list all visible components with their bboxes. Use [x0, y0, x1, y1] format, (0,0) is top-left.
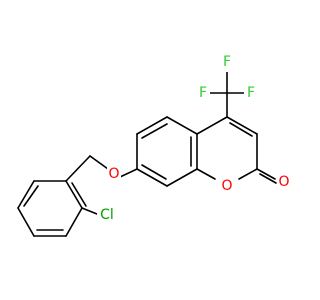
bond-c7-o-ether	[119, 168, 138, 178]
bond-ar5-ar6-double	[23, 185, 39, 207]
fluorine-left-label: F	[199, 85, 207, 101]
f-left-label-bg	[196, 84, 210, 102]
bond-c4a-c5	[166, 116, 198, 135]
bond-c2-o-ring	[238, 168, 258, 180]
bond-ar1-ar2	[65, 180, 83, 209]
oxygen-ether-label: O	[108, 166, 119, 182]
oxygen-carbonyl-label: O	[278, 174, 289, 190]
bond-c8-c8a	[166, 168, 198, 187]
bond-o-ring-c8a	[196, 168, 216, 180]
bond-c5-c6-double	[141, 123, 168, 139]
oxygen-ring-label: O	[221, 178, 232, 194]
bond-c2-o-carbonyl	[256, 168, 276, 180]
o-ether-label-bg	[107, 166, 121, 184]
o-carbonyl-label-bg	[277, 174, 291, 192]
bond-ar2-ar3	[65, 207, 83, 237]
f-top-label-bg	[220, 54, 234, 72]
bond-c2-o-carbonyl-double	[259, 173, 277, 184]
bond-o-ether-ch2	[89, 155, 109, 170]
atom-label-layer: F F F O O O Cl	[97, 54, 291, 225]
cl-label-bg	[97, 207, 117, 225]
bond-c4-c3-double	[229, 122, 253, 137]
chlorine-label: Cl	[100, 207, 114, 223]
bond-c7-c8	[136, 168, 168, 187]
bond-c4-c4a	[196, 116, 228, 135]
molecule-structure-diagram: F F F O O O Cl	[17, 54, 291, 237]
bond-ar2-cl	[81, 207, 98, 215]
bond-c4-c3	[226, 116, 258, 135]
o-ring-label-bg	[220, 177, 234, 195]
bond-ar4-ar5	[17, 207, 35, 237]
fluorine-top-label: F	[223, 54, 231, 70]
bond-ar5-ar6	[17, 180, 35, 209]
bond-c7-c8-double	[141, 164, 167, 180]
fluorine-right-label: F	[247, 85, 255, 101]
bond-ar1-ar2-double	[71, 182, 87, 207]
bond-c5-c6	[136, 116, 168, 135]
bond-layer	[17, 71, 277, 237]
f-right-label-bg	[244, 84, 258, 102]
bond-ch2-ar1	[65, 155, 91, 182]
